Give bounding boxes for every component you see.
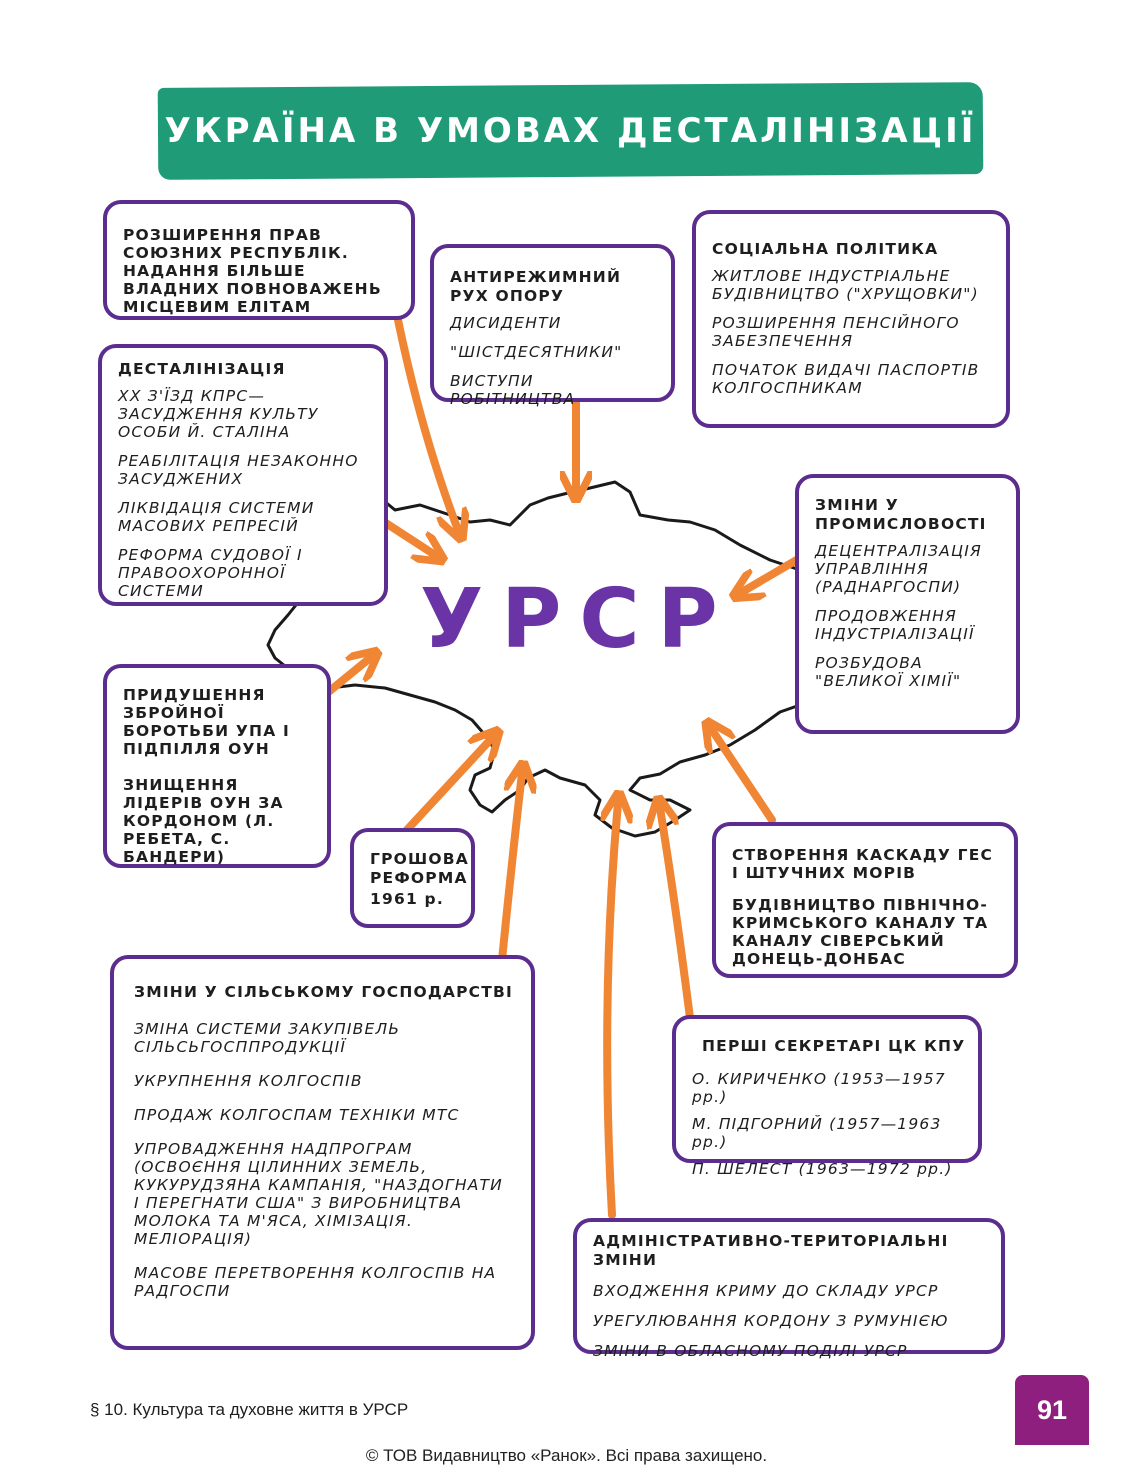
box-title: СОЦІАЛЬНА ПОЛІТИКА	[712, 240, 939, 258]
box-item: ПОЧАТОК ВИДАЧІ ПАСПОРТІВ КОЛГОСПНИКАМ	[712, 361, 980, 397]
box-title: ДЕСТАЛІНІЗАЦІЯ	[118, 360, 286, 378]
box-item: ЛІКВІДАЦІЯ СИСТЕМИ МАСОВИХ РЕПРЕСІЙ	[118, 499, 315, 535]
box-item: "ШІСТДЕСЯТНИКИ"	[450, 343, 623, 361]
arrow-admin	[607, 803, 618, 1219]
box-item: РОЗШИРЕННЯ ПЕНСІЙНОГО ЗАБЕЗПЕЧЕННЯ	[712, 314, 960, 350]
box-title: ГРОШОВА РЕФОРМА	[370, 850, 469, 887]
copyright-notice: © ТОВ Видавництво «Ранок». Всі права зах…	[365, 1446, 768, 1465]
box-item: УПРОВАДЖЕННЯ НАДПРОГРАМ (ОСВОЄННЯ ЦІЛИНН…	[134, 1140, 503, 1248]
box-title: ПЕРШІ СЕКРЕТАРІ ЦК КПУ	[702, 1037, 966, 1055]
box-item: О. КИРИЧЕНКО (1953—1957 рр.)	[692, 1070, 946, 1106]
arrow-hydro	[712, 730, 776, 824]
box-item: XX З'ЇЗД КПРС—ЗАСУДЖЕННЯ КУЛЬТУ ОСОБИ Й.…	[118, 387, 319, 441]
arrow-rights	[392, 306, 458, 530]
box-item: ДИСИДЕНТИ	[450, 314, 562, 332]
page-title: УКРАЇНА В УМОВАХ ДЕСТАЛІНІЗАЦІЇ	[164, 111, 977, 151]
box-item: ВХОДЖЕННЯ КРИМУ ДО СКЛАДУ УРСР	[593, 1282, 939, 1300]
arrow-money	[401, 738, 492, 836]
box-item: СТВОРЕННЯ КАСКАДУ ГЕС І ШТУЧНИХ МОРІВ	[732, 846, 994, 882]
footer-section-title: § 10. Культура та духовне життя в УРСР	[90, 1400, 409, 1419]
box-admin: АДМІНІСТРАТИВНО-ТЕРИТОРІАЛЬНІ ЗМІНИ ВХОД…	[573, 1218, 1005, 1360]
box-item: ПРОДОВЖЕННЯ ІНДУСТРІАЛІЗАЦІЇ	[815, 607, 975, 643]
box-item: ДЕЦЕНТРАЛІЗАЦІЯ УПРАВЛІННЯ (РАДНАРГОСПИ)	[815, 542, 982, 596]
box-title: АНТИРЕЖИМНИЙ РУХ ОПОРУ	[450, 268, 622, 305]
box-item: М. ПІДГОРНИЙ (1957—1963 рр.)	[692, 1115, 942, 1151]
box-item: РОЗБУДОВА "ВЕЛИКОЇ ХІМІЇ"	[815, 654, 962, 690]
arrow-agriculture	[498, 773, 522, 964]
box-hydro: СТВОРЕННЯ КАСКАДУ ГЕС І ШТУЧНИХ МОРІВ БУ…	[712, 822, 1018, 978]
box-secretaries: ПЕРШІ СЕКРЕТАРІ ЦК КПУ О. КИРИЧЕНКО (195…	[672, 1015, 982, 1178]
center-label: УРСР	[420, 572, 736, 667]
box-item: РЕФОРМА СУДОВОЇ І ПРАВООХОРОННОЇ СИСТЕМИ	[118, 546, 303, 600]
box-title: ЗМІНИ У ПРОМИСЛОВОСТІ	[815, 496, 987, 533]
box-item: ВИСТУПИ РОБІТНИЦТВА	[450, 372, 576, 408]
page-number: 91	[1015, 1375, 1089, 1445]
box-title: ЗМІНИ У СІЛЬСЬКОМУ ГОСПОДАРСТВІ	[134, 983, 513, 1001]
box-item: МАСОВЕ ПЕРЕТВОРЕННЯ КОЛГОСПІВ НА РАДГОСП…	[134, 1264, 497, 1300]
box-title: АДМІНІСТРАТИВНО-ТЕРИТОРІАЛЬНІ ЗМІНИ	[593, 1232, 949, 1269]
box-item: БУДІВНИЦТВО ПІВНІЧНО-КРИМСЬКОГО КАНАЛУ Т…	[732, 896, 989, 968]
box-item: ЖИТЛОВЕ ІНДУСТРІАЛЬНЕ БУДІВНИЦТВО ("ХРУЩ…	[712, 267, 979, 303]
box-money-reform: ГРОШОВА РЕФОРМА 1961 р.	[350, 828, 475, 928]
box-item: ЗМІНИ В ОБЛАСНОМУ ПОДІЛІ УРСР	[593, 1342, 908, 1360]
box-rights: РОЗШИРЕННЯ ПРАВ СОЮЗНИХ РЕСПУБЛІК. НАДАН…	[103, 200, 415, 320]
box-item: ЗНИЩЕННЯ ЛІДЕРІВ ОУН ЗА КОРДОНОМ (Л. РЕБ…	[123, 776, 284, 866]
box-industry: ЗМІНИ У ПРОМИСЛОВОСТІ ДЕЦЕНТРАЛІЗАЦІЯ УП…	[795, 474, 1020, 734]
box-item: ПРИДУШЕННЯ ЗБРОЙНОЇ БОРОТЬБИ УПА І ПІДПІ…	[123, 686, 290, 758]
box-item: 1961 р.	[370, 890, 444, 908]
box-opposition: АНТИРЕЖИМНИЙ РУХ ОПОРУ ДИСИДЕНТИ "ШІСТДЕ…	[430, 244, 675, 408]
box-item: ПРОДАЖ КОЛГОСПАМ ТЕХНІКИ МТС	[134, 1106, 460, 1124]
arrow-industry	[742, 554, 804, 592]
box-item: УРЕГУЛЮВАННЯ КОРДОНУ З РУМУНІЄЮ	[593, 1312, 949, 1330]
box-item: РОЗШИРЕННЯ ПРАВ СОЮЗНИХ РЕСПУБЛІК. НАДАН…	[123, 226, 382, 316]
box-item: ЗМІНА СИСТЕМИ ЗАКУПІВЕЛЬ СІЛЬСЬГОСППРОДУ…	[134, 1020, 401, 1056]
box-upa: ПРИДУШЕННЯ ЗБРОЙНОЇ БОРОТЬБИ УПА І ПІДПІ…	[103, 664, 331, 868]
box-item: РЕАБІЛІТАЦІЯ НЕЗАКОННО ЗАСУДЖЕНИХ	[118, 452, 359, 488]
arrow-secretaries	[660, 808, 694, 1022]
box-item: УКРУПНЕННЯ КОЛГОСПІВ	[134, 1072, 363, 1090]
box-destalinization: ДЕСТАЛІНІЗАЦІЯ XX З'ЇЗД КПРС—ЗАСУДЖЕННЯ …	[98, 344, 388, 606]
box-item: П. ШЕЛЕСТ (1963—1972 рр.)	[692, 1160, 953, 1178]
box-social: СОЦІАЛЬНА ПОЛІТИКА ЖИТЛОВЕ ІНДУСТРІАЛЬНЕ…	[692, 210, 1010, 428]
box-agriculture: ЗМІНИ У СІЛЬСЬКОМУ ГОСПОДАРСТВІ ЗМІНА СИ…	[110, 955, 535, 1350]
